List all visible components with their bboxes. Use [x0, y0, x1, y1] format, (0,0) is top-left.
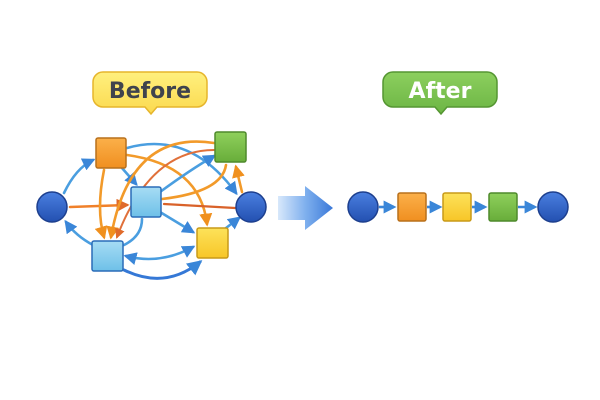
edge-orange-to-bluecenter [120, 166, 138, 186]
after-bubble-shape [382, 71, 498, 116]
edge-bluebottom-to-start [64, 219, 95, 247]
edge-orange-to-bluebottom [94, 168, 108, 240]
edge-start-to-orange [62, 158, 96, 195]
edge-bluecenter-to-yellow [158, 210, 196, 234]
before-bubble-shape [92, 71, 208, 116]
before-nodes [36, 131, 267, 272]
edge-bluecenter-to-green-blue [158, 154, 217, 194]
after-yellow-node [442, 192, 472, 222]
edge-bluecenter-to-green-orange [160, 163, 228, 201]
before-blue-center-node [130, 186, 162, 218]
edge-bluecenter-to-bluebottom [122, 217, 144, 247]
edge-yellow-to-end [224, 216, 242, 230]
edge-orange-to-yellow [125, 153, 213, 227]
after-label: After [409, 79, 472, 104]
before-label: Before [109, 79, 191, 104]
edge-green-to-bluebottom [106, 140, 216, 240]
edge-start-to-bluecenter [68, 198, 130, 212]
edge-bluebottom-yellow-bidir [123, 245, 196, 265]
after-nodes [347, 191, 569, 223]
before-label-bubble: Before [92, 71, 208, 116]
after-orange-node [397, 192, 427, 222]
edge-end-to-green [232, 164, 245, 194]
after-end-node [537, 191, 569, 223]
before-start-node [36, 191, 68, 223]
before-edges [62, 140, 245, 280]
before-yellow-node [196, 227, 229, 259]
before-end-node [235, 191, 267, 223]
before-blue-bottom-node [91, 240, 124, 272]
after-label-bubble: After [382, 71, 498, 116]
transition-arrow-icon [278, 186, 333, 230]
edge-green-to-bluebottom-red [115, 149, 215, 239]
edge-bluebottom-to-yellow-lower [122, 260, 203, 280]
before-orange-node [95, 137, 127, 169]
after-start-node [347, 191, 379, 223]
before-green-node [214, 131, 247, 163]
edge-orange-to-end [125, 142, 238, 196]
edge-end-to-bluecenter [162, 202, 237, 210]
after-green-node [488, 192, 518, 222]
